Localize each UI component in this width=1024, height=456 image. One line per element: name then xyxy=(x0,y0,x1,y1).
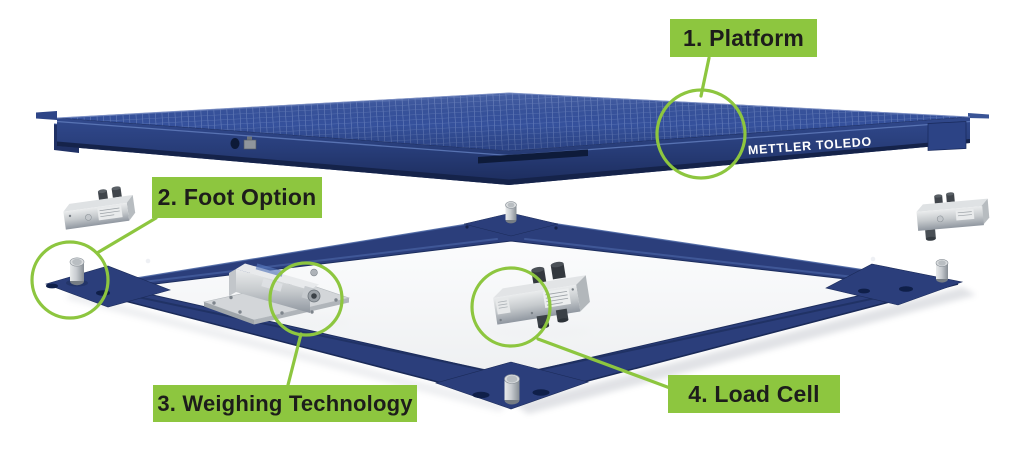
foot-left xyxy=(66,257,88,287)
platform-end-bracket-right xyxy=(927,121,967,151)
callout-line-platform xyxy=(699,56,711,98)
callout-line-load-cell xyxy=(536,337,672,390)
frame-holes xyxy=(145,225,876,264)
gusset-right xyxy=(825,263,964,306)
gusset-top xyxy=(463,212,559,237)
callout-label-weighing-technology: 3. Weighing Technology xyxy=(153,385,417,422)
foot-right xyxy=(935,259,949,283)
callout-circle-foot xyxy=(30,240,110,320)
load-cell-left xyxy=(63,186,136,230)
platform-apron-right xyxy=(509,117,970,185)
callout-circle-load-cell xyxy=(470,266,552,348)
module-connector xyxy=(301,285,321,303)
module-blue-label xyxy=(255,263,284,277)
callout-line-foot xyxy=(95,216,158,255)
frame-flange-lines xyxy=(132,238,891,375)
callout-label-platform: 1. Platform xyxy=(670,19,817,57)
foot-top xyxy=(505,201,517,224)
platform-apron-left xyxy=(57,118,509,185)
callout-label-foot-option: 2. Foot Option xyxy=(152,177,322,218)
foot-bottom xyxy=(504,374,520,405)
platform-front-slot xyxy=(478,149,588,164)
callout-circle-weighing xyxy=(268,261,344,337)
platform: METTLER TOLEDO xyxy=(36,92,989,185)
platform-side-fitting xyxy=(243,136,257,150)
callout-annotations xyxy=(30,56,747,390)
load-cell-center xyxy=(493,261,590,329)
callout-label-load-cell: 4. Load Cell xyxy=(668,375,840,413)
platform-side-hole xyxy=(230,138,240,149)
load-cell-right xyxy=(916,192,990,241)
callout-line-weighing xyxy=(286,332,303,387)
